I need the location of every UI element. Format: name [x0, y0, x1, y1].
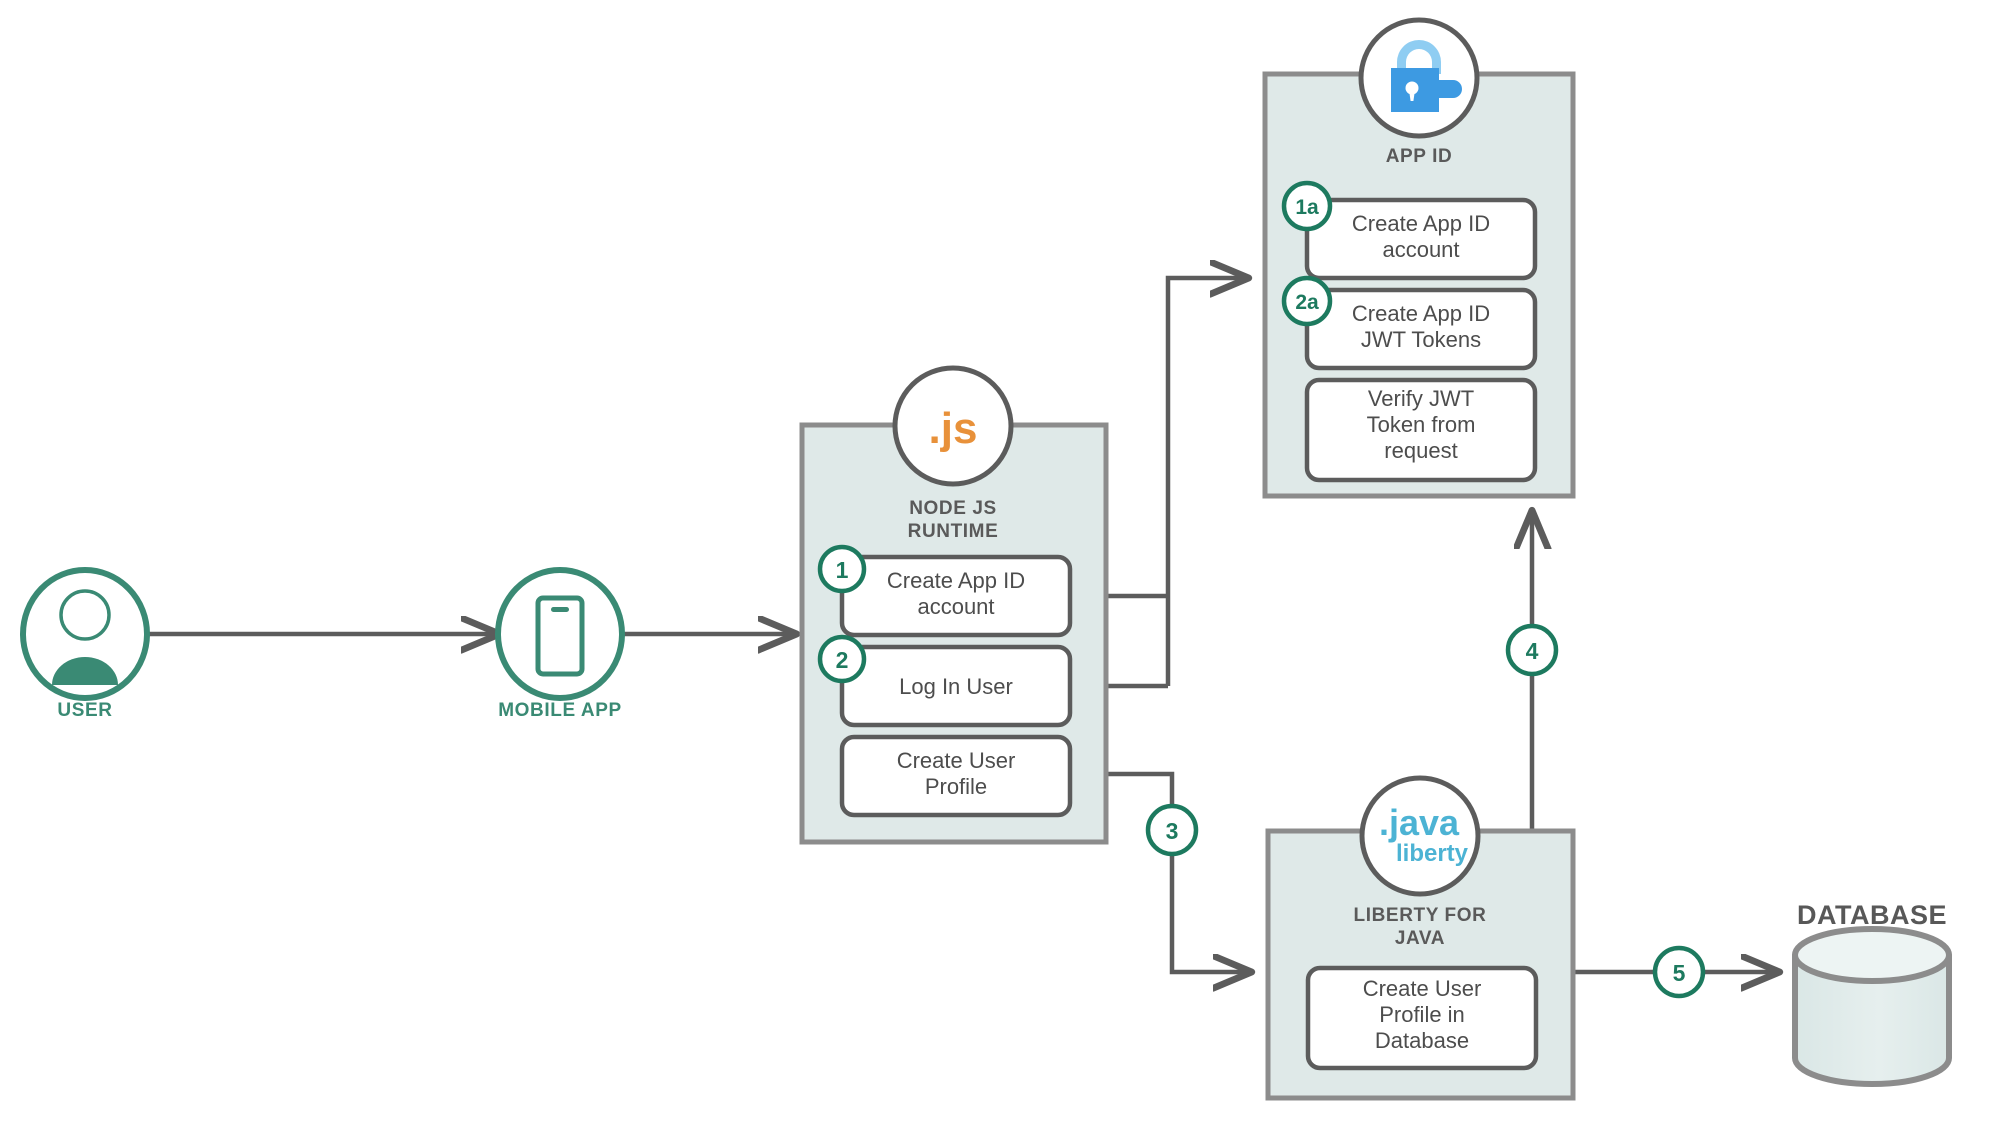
step-box-liberty-1[interactable]: Create User Profile in Database — [1305, 965, 1539, 1071]
panel-node-js-runtime-title-line2: RUNTIME — [908, 521, 999, 542]
step-box-appid-2a[interactable]: Create App ID JWT Tokens 2a — [1281, 275, 1538, 371]
step-box-nodejs-1-frame — [839, 554, 1073, 638]
step-box-liberty-1-frame — [1305, 965, 1539, 1071]
step-badge-nodejs-1-label: 1 — [836, 557, 849, 583]
step-box-liberty-1-line1: Create User — [1363, 976, 1482, 1001]
step-box-appid-verify-frame — [1304, 377, 1538, 483]
step-box-nodejs-3-line2: Profile — [925, 774, 987, 799]
flow-badge-4[interactable]: 4 — [1505, 623, 1559, 677]
panel-node-js-runtime[interactable]: .js NODE JS RUNTIME Create App ID accoun… — [799, 365, 1109, 845]
step-box-appid-verify[interactable]: Verify JWT Token from request — [1304, 377, 1538, 483]
step-box-nodejs-2-frame — [839, 644, 1073, 728]
step-box-nodejs-3-line1: Create User — [897, 748, 1016, 773]
java-liberty-icon-text-2: liberty — [1396, 840, 1469, 867]
step-box-appid-1a-line1: Create App ID — [1352, 211, 1490, 236]
step-badge-appid-2a-circle — [1281, 275, 1333, 327]
database-node[interactable]: DATABASE — [1792, 900, 1952, 1087]
appid-padlock-face-icon — [1358, 17, 1480, 139]
panel-liberty-title-line2: JAVA — [1395, 928, 1445, 949]
flow-badge-3-label: 3 — [1166, 818, 1179, 844]
actor-user-label: USER — [57, 700, 112, 721]
database-cylinder-icon — [1792, 926, 1952, 1087]
step-box-nodejs-2[interactable]: Log In User 2 — [817, 634, 1073, 728]
panel-app-id-title: APP ID — [1386, 146, 1453, 167]
database-label: DATABASE — [1797, 900, 1947, 930]
step-box-liberty-1-line3: Database — [1375, 1028, 1469, 1053]
java-liberty-icon-text-1: .java — [1379, 802, 1460, 843]
step-box-appid-verify-line1: Verify JWT — [1368, 386, 1474, 411]
flow-badge-4-label: 4 — [1526, 638, 1539, 664]
flow-badge-3-circle — [1145, 803, 1199, 857]
java-liberty-icon: .java liberty — [1359, 775, 1481, 897]
step-box-appid-1a-frame — [1304, 197, 1538, 281]
mobile-phone-speaker-icon — [551, 607, 569, 612]
step-badge-nodejs-2-label: 2 — [836, 647, 849, 673]
step-box-nodejs-2-line1: Log In User — [899, 674, 1013, 699]
flow-badge-3[interactable]: 3 — [1145, 803, 1199, 857]
flow-badge-5[interactable]: 5 — [1652, 945, 1706, 999]
svg-text:.js: .js — [929, 404, 978, 453]
step-box-nodejs-3[interactable]: Create User Profile — [839, 734, 1073, 818]
panel-app-id[interactable]: APP ID Create App ID account 1a Create A… — [1262, 17, 1576, 499]
panel-node-js-runtime-title-line1: NODE JS — [909, 498, 997, 519]
step-badge-nodejs-2-circle — [817, 634, 867, 684]
panel-liberty-title-line1: LIBERTY FOR — [1354, 905, 1487, 926]
step-badge-appid-2a-label: 2a — [1295, 291, 1319, 314]
line-trunk-to-appid — [1165, 278, 1247, 686]
step-badge-appid-1a-circle — [1281, 180, 1333, 232]
nodejs-dotjs-icon: .js — [892, 365, 1014, 487]
flow-badge-5-circle — [1652, 945, 1706, 999]
step-badge-appid-1a-label: 1a — [1295, 196, 1319, 219]
step-box-appid-1a[interactable]: Create App ID account 1a — [1281, 180, 1538, 281]
flow-badge-5-label: 5 — [1673, 960, 1686, 986]
step-box-appid-2a-frame — [1304, 287, 1538, 371]
flow-badge-4-circle — [1505, 623, 1559, 677]
step-box-nodejs-3-frame — [839, 734, 1073, 818]
actor-mobile-app[interactable]: MOBILE APP — [495, 567, 625, 721]
step-box-nodejs-1[interactable]: Create App ID account 1 — [817, 544, 1073, 638]
step-box-liberty-1-line2: Profile in — [1379, 1002, 1465, 1027]
step-badge-nodejs-1-circle — [817, 544, 867, 594]
step-box-appid-2a-line2: JWT Tokens — [1361, 327, 1481, 352]
step-box-appid-verify-line3: request — [1384, 438, 1457, 463]
mobile-phone-icon — [535, 595, 585, 677]
actor-user[interactable]: USER — [20, 567, 150, 721]
line-nodejs-step3-to-liberty — [1070, 771, 1250, 972]
step-box-appid-1a-line2: account — [1382, 237, 1459, 262]
user-avatar-head-icon — [59, 589, 111, 641]
step-box-appid-verify-line2: Token from — [1367, 412, 1476, 437]
step-box-appid-2a-line1: Create App ID — [1352, 301, 1490, 326]
user-avatar-body-icon — [52, 657, 118, 685]
step-box-nodejs-1-line1: Create App ID — [887, 568, 1025, 593]
step-box-nodejs-1-line2: account — [917, 594, 994, 619]
panel-liberty-for-java[interactable]: .java liberty LIBERTY FOR JAVA Create Us… — [1265, 775, 1576, 1101]
actor-mobile-app-label: MOBILE APP — [498, 700, 622, 721]
